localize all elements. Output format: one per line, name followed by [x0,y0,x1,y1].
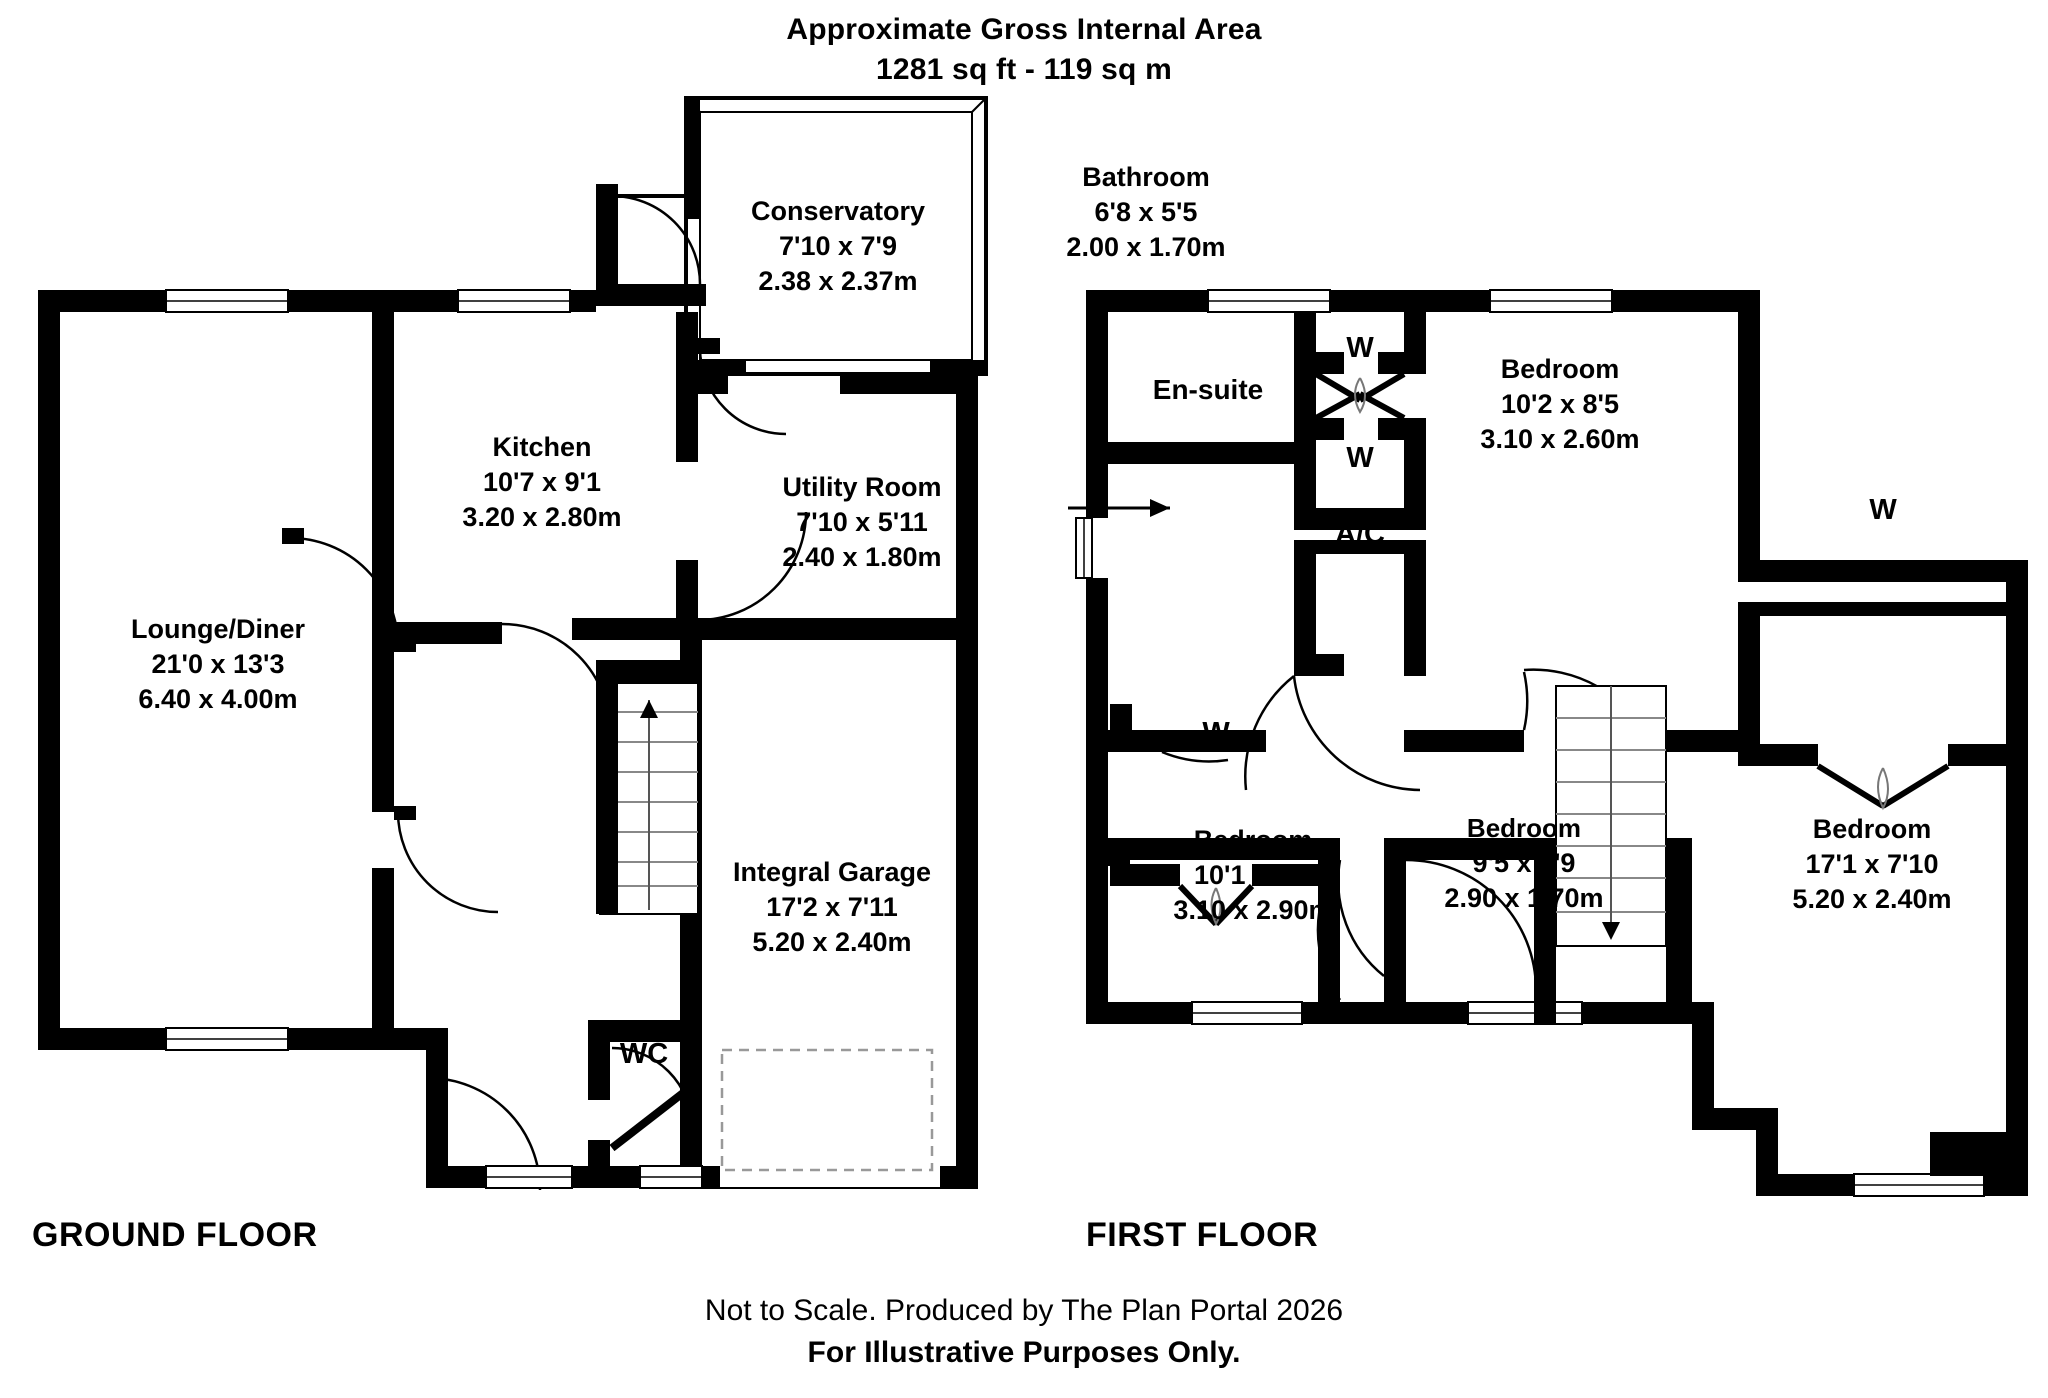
room-dim-imperial: 6'8 x 5'5 [1094,197,1198,228]
wc-text: WC [619,1038,669,1070]
ff-window-bottom-right [1853,1173,1985,1197]
room-label-bedroom-1: Bedroom 10'2 x 8'5 3.10 x 2.60m [1480,352,1639,457]
room-dim-metric: 5.20 x 2.40m [752,927,912,958]
room-dim-imperial: 10'7 x 9'1 [483,467,601,498]
room-dim-imperial: 10'1 x 9'5 [1194,860,1312,891]
ff-window-bottom-1 [1191,1001,1303,1025]
room-dim-imperial: 10'2 x 8'5 [1501,389,1619,420]
room-label-bedroom-2: Bedroom 10'1 x 9'5 3.10 x 2.90m [1173,823,1332,928]
room-label-conservatory: Conservatory 7'10 x 7'9 2.38 x 2.37m [751,194,925,299]
room-dim-imperial: 7'10 x 7'9 [779,231,897,262]
room-label-lounge-diner: Lounge/Diner 21'0 x 13'3 6.40 x 4.00m [131,612,305,717]
closet-text: W [1346,442,1374,474]
room-dim-metric: 3.10 x 2.60m [1480,424,1640,455]
closet-label-w-bedroom2: W [1202,715,1229,753]
room-dim-imperial: 17'1 x 7'10 [1805,849,1939,880]
closet-text: W [1869,494,1897,526]
door-ensuite [1161,750,1229,763]
first-floor-plan [1068,289,2028,1197]
closet-label-w-mid: W [1346,440,1373,478]
room-label-bedroom-3: Bedroom 9'5 x 5'9 2.90 x 1.70m [1444,812,1603,916]
door-kitchen-hall [501,622,612,733]
room-dim-imperial: 9'5 x 5'9 [1472,847,1576,878]
room-dim-imperial: 7'10 x 5'11 [796,507,928,538]
room-dim-metric: 2.38 x 2.37m [758,266,918,297]
room-name: Bedroom [1500,354,1620,384]
closet-text: A/C [1335,518,1385,550]
ground-floor-title: GROUND FLOOR [32,1216,318,1254]
ff-window-left [1075,517,1093,579]
right-wardrobe-bifold [1816,763,1950,809]
room-name: Bedroom [1193,825,1313,855]
room-name: Integral Garage [732,857,932,887]
room-name: Lounge/Diner [131,614,305,644]
room-label-ensuite: En-suite [1153,372,1263,408]
closet-text: W [1346,332,1374,364]
room-label-bathroom: Bathroom 6'8 x 5'5 2.00 x 1.70m [1066,160,1225,265]
door-lounge-hall-upper [289,536,400,647]
room-dim-metric: 2.90 x 1.70m [1444,882,1604,913]
room-label-utility-room: Utility Room 7'10 x 5'11 2.40 x 1.80m [782,470,941,575]
window-entrance-2 [639,1165,703,1189]
room-label-bedroom-4: Bedroom 17'1 x 7'10 5.20 x 2.40m [1792,812,1951,917]
bedroom2-wardrobe-bifold [1177,883,1255,927]
door-bedroom3 [1405,858,1538,991]
room-dim-metric: 2.00 x 1.70m [1066,232,1226,263]
landing-direction-arrow [1068,499,1170,517]
room-label-integral-garage: Integral Garage 17'2 x 7'11 5.20 x 2.40m [733,855,931,960]
closet-label-w-right: W [1869,492,1896,530]
room-label-kitchen: Kitchen 10'7 x 9'1 3.20 x 2.80m [462,430,621,535]
room-dim-imperial: 17'2 x 7'11 [766,892,898,923]
ff-window-bottom-2 [1467,1001,1583,1025]
room-name: Bathroom [1082,162,1210,192]
room-name: Bedroom [1466,813,1582,843]
footer-illustrative-note: For Illustrative Purposes Only. [807,1336,1241,1369]
room-label-wc: WC [620,1036,668,1074]
first-floor-title: FIRST FLOOR [1086,1216,1319,1254]
closet-label-w-top: W [1346,330,1373,368]
window-bottom-lounge [165,1027,289,1051]
garage-parking-outline [720,1048,934,1172]
wardrobe-door-arc [1354,377,1366,414]
wardrobe-bifold-doors [1314,371,1406,421]
footer-scale-note: Not to Scale. Produced by The Plan Porta… [704,1294,1344,1327]
room-name: Bedroom [1812,814,1932,844]
closet-text: W [1202,717,1230,749]
ff-window-top-1 [1207,289,1331,313]
ensuite-text: En-suite [1152,374,1264,405]
staircase-first [1555,685,1667,947]
room-dim-metric: 3.20 x 2.80m [462,502,622,533]
room-dim-metric: 6.40 x 4.00m [138,684,298,715]
door-kitchen-utility [698,347,787,436]
window-entrance-1 [485,1165,573,1189]
window-top-lounge [165,289,289,313]
room-name: Kitchen [492,432,592,462]
ff-window-top-2 [1489,289,1613,313]
ground-floor-plan [38,96,988,1191]
window-top-kitchen [457,289,571,313]
room-name: Utility Room [782,472,942,502]
door-conservatory [611,194,702,285]
room-name: Conservatory [750,196,926,226]
door-utility-hall [697,511,808,622]
door-lounge-hall-lower [396,811,499,914]
door-bedroom2 [1316,859,1385,1001]
page-footer: Not to Scale. Produced by The Plan Porta… [0,1290,2048,1374]
closet-label-ac: A/C [1335,516,1385,554]
room-dim-metric: 3.10 x 2.90m [1173,895,1333,926]
door-landing-left [1244,675,1421,792]
room-dim-imperial: 21'0 x 13'3 [151,649,285,680]
room-dim-metric: 5.20 x 2.40m [1792,884,1952,915]
room-dim-metric: 2.40 x 1.80m [782,542,942,573]
